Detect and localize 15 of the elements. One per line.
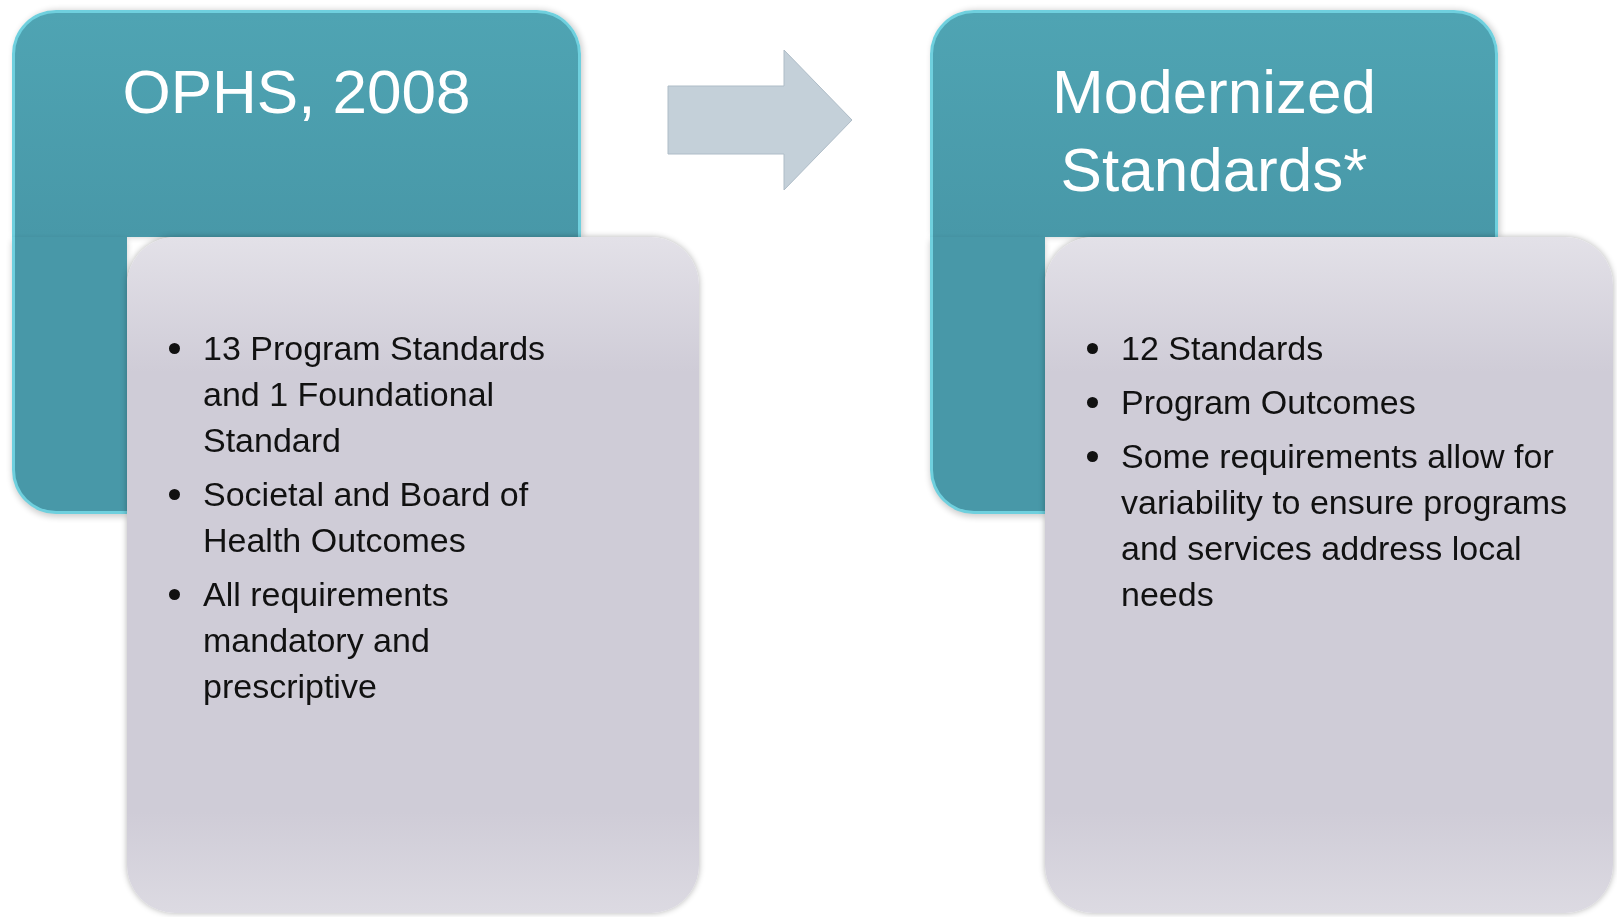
title-box bbox=[12, 10, 581, 237]
box-panel bbox=[12, 237, 127, 514]
bullet-item: Some requirements allow for variability to ensure programs and services address local needs bbox=[1087, 433, 1593, 617]
bullet-item: All requirements mandatory and prescriptive bbox=[169, 571, 599, 709]
heading: OPHS, 2008 bbox=[121, 56, 472, 128]
title-box bbox=[930, 10, 1498, 237]
heading: Modernized Standards* bbox=[1051, 56, 1377, 206]
bullet-item: Program Outcomes bbox=[1087, 379, 1593, 425]
box-panel bbox=[930, 237, 1045, 514]
bullet-item: 13 Program Standards and 1 Foundational Standard bbox=[169, 325, 599, 463]
bullet-item: Societal and Board of Health Outcomes bbox=[169, 471, 599, 563]
content-card bbox=[1045, 237, 1613, 913]
content-card bbox=[127, 237, 699, 913]
bullet-item: 12 Standards bbox=[1087, 325, 1593, 371]
block-arrow bbox=[667, 49, 853, 191]
